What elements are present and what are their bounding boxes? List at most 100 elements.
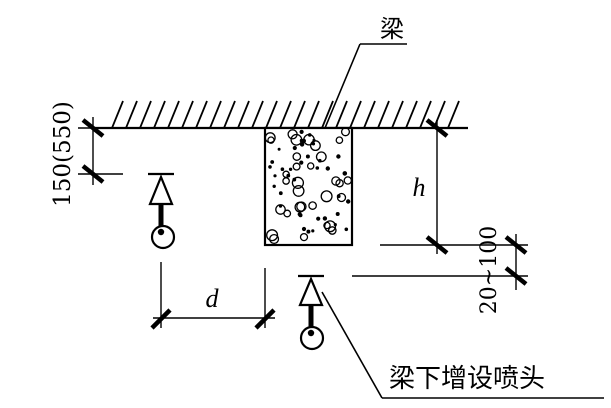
dim-range-tick-upper <box>504 235 528 255</box>
dim-top-label: 150(550) <box>50 101 76 207</box>
aggregate-particle <box>292 152 302 161</box>
aggregate-particle <box>343 176 352 185</box>
aggregate-particle <box>291 176 305 189</box>
aggregate-particle <box>320 190 333 203</box>
aggregate-particle <box>266 229 279 242</box>
aggregate-particle <box>294 201 306 213</box>
aggregate-particle <box>277 147 281 151</box>
dim-h: h <box>380 118 528 255</box>
hatch-stroke <box>447 100 460 129</box>
dim-h-tick-upper <box>425 118 449 138</box>
sprinkler-below-beam-triangle <box>298 276 324 307</box>
aggregate-particle <box>306 162 315 170</box>
dim-top-distance: 150(550) <box>50 101 123 207</box>
aggregate-particle <box>336 154 341 159</box>
aggregate-particle <box>323 221 331 230</box>
aggregate-particle <box>297 212 302 217</box>
sprinkler-callout: 梁下增设喷头 <box>321 291 604 399</box>
dim-range: 20~100 <box>352 226 528 314</box>
beam <box>263 126 354 247</box>
hatch-stroke <box>279 100 292 129</box>
aggregate-particle <box>272 184 276 189</box>
aggregate-particle <box>322 216 328 221</box>
hatch-stroke <box>293 100 306 129</box>
hatch-stroke <box>391 100 404 129</box>
aggregate-particle <box>301 226 307 232</box>
aggregate-particle <box>335 136 344 145</box>
dim-d-tick-right <box>254 308 276 330</box>
aggregate-particle <box>315 166 320 170</box>
aggregate-particle <box>270 160 275 164</box>
beam-leader-diagonal <box>324 43 361 129</box>
aggregate-particle <box>346 199 351 204</box>
aggregate-particle <box>324 220 337 233</box>
aggregate-particle <box>327 226 337 235</box>
aggregate-particle <box>299 129 304 134</box>
aggregate-particle <box>278 191 283 196</box>
hatch-stroke <box>419 100 432 129</box>
hatch-stroke <box>153 100 166 129</box>
hatch-stroke <box>223 100 236 129</box>
hatch-stroke <box>335 100 348 129</box>
sprinkler-left-bulb <box>150 224 176 250</box>
aggregate-particle <box>299 232 309 242</box>
aggregate-particle <box>316 216 321 221</box>
aggregate-particle <box>325 166 330 171</box>
aggregate-particle <box>273 174 277 178</box>
aggregate-particle <box>311 229 315 233</box>
dim-range-label: 20~100 <box>477 226 502 314</box>
sprinkler-leader-diagonal <box>321 291 383 399</box>
dim-d-tick-left <box>150 308 172 330</box>
hatch-stroke <box>433 100 446 129</box>
hatch-stroke <box>363 100 376 129</box>
aggregate-particle <box>306 229 311 234</box>
dim-h-label: h <box>413 173 426 202</box>
hatch-stroke <box>377 100 390 129</box>
aggregate-particle <box>309 140 321 152</box>
aggregate-particle <box>342 171 348 176</box>
sprinkler-below-beam <box>298 274 325 351</box>
aggregate-particle <box>282 170 290 179</box>
hatch-stroke <box>237 100 250 129</box>
aggregate-particle <box>299 142 305 147</box>
aggregate-particle <box>268 165 272 169</box>
sprinkler-left <box>148 172 176 250</box>
hatch-stroke <box>251 100 264 129</box>
hatch-stroke <box>265 100 278 129</box>
aggregate-particle <box>344 227 349 232</box>
hatch-stroke <box>405 100 418 129</box>
hatch-stroke <box>181 100 194 129</box>
beam-label: 梁 <box>380 15 404 43</box>
aggregate-particle <box>305 154 310 159</box>
aggregate-particle <box>315 151 327 163</box>
sprinkler-below-beam-label: 梁下增设喷头 <box>389 364 545 394</box>
aggregate-particle <box>336 192 347 203</box>
aggregate-particle <box>307 133 312 137</box>
aggregate-particle <box>340 128 351 137</box>
dim-d-label: d <box>206 284 220 313</box>
dim-top-tick-upper <box>81 118 105 138</box>
hatch-stroke <box>167 100 180 129</box>
sprinkler-below-beam-bulb-dot <box>307 329 315 337</box>
sprinkler-left-triangle <box>148 174 174 206</box>
ceiling-hatching <box>111 100 460 129</box>
hatch-stroke <box>349 100 362 129</box>
sprinkler-below-beam-bulb <box>299 325 325 351</box>
beam-concrete-texture <box>265 128 352 245</box>
beam-callout: 梁 <box>324 15 407 129</box>
dim-d: d <box>150 262 276 330</box>
hatch-stroke <box>307 100 320 129</box>
hatch-stroke <box>209 100 222 129</box>
hatch-stroke <box>111 100 124 129</box>
aggregate-particle <box>292 184 305 197</box>
aggregate-particle <box>335 212 340 216</box>
dim-top-tick-lower <box>81 164 105 184</box>
aggregate-particle <box>269 233 280 245</box>
aggregate-particle <box>287 129 298 140</box>
hatch-stroke <box>125 100 138 129</box>
sprinkler-left-bulb-dot <box>157 228 165 236</box>
aggregate-particle <box>288 167 293 172</box>
aggregate-particle <box>333 223 337 227</box>
aggregate-particle <box>278 204 283 208</box>
